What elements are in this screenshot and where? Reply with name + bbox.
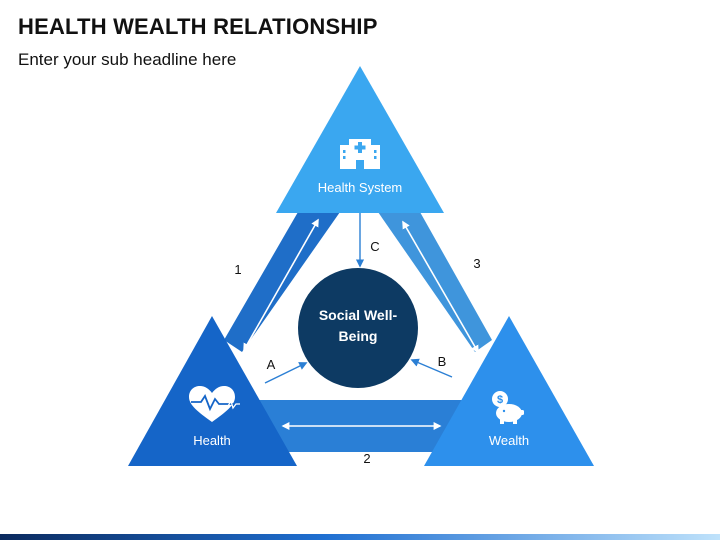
link-label-3: 3 bbox=[473, 256, 480, 271]
link-label-b: B bbox=[438, 354, 447, 369]
center-label-line1: Social Well- bbox=[319, 307, 398, 323]
svg-text:$: $ bbox=[497, 394, 503, 406]
link-label-a: A bbox=[267, 357, 276, 372]
node-wealth-label: Wealth bbox=[489, 433, 529, 448]
center-label-line2: Being bbox=[339, 328, 378, 344]
pulse-line bbox=[191, 394, 236, 412]
link-label-1: 1 bbox=[234, 262, 241, 277]
page-title: HEALTH WEALTH RELATIONSHIP bbox=[18, 14, 378, 39]
link-label-2: 2 bbox=[363, 451, 370, 466]
page-subtitle: Enter your sub headline here bbox=[18, 50, 237, 69]
arrow-link-a bbox=[264, 362, 308, 384]
link-label-c: C bbox=[370, 239, 379, 254]
node-health-system: Health System bbox=[276, 66, 444, 213]
bottom-accent-bar bbox=[0, 534, 720, 540]
arrow-link-3 bbox=[402, 220, 479, 354]
node-social-well-being: Social Well- Being bbox=[298, 268, 418, 388]
node-health-label: Health bbox=[193, 433, 231, 448]
hospital-icon bbox=[340, 139, 380, 169]
node-wealth: $ Wealth bbox=[424, 316, 594, 466]
pulse-tail bbox=[224, 399, 240, 410]
arrow-link-1 bbox=[243, 218, 319, 352]
node-health-system-label: Health System bbox=[318, 180, 403, 195]
piggy-bank-icon: $ bbox=[492, 391, 524, 424]
arrow-link-b bbox=[410, 358, 453, 378]
node-health: Health bbox=[128, 316, 297, 466]
